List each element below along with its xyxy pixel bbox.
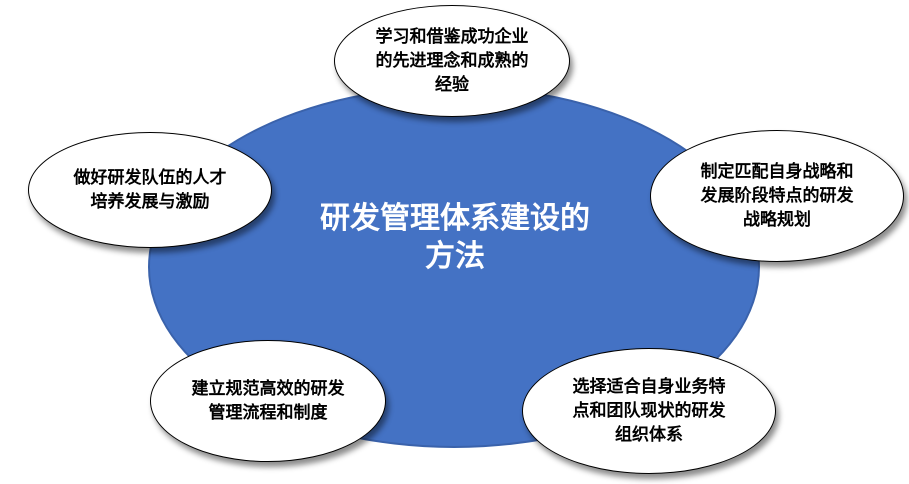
- bubble-right-text: 制定匹配自身战略和 发展阶段特点的研发 战略规划: [700, 162, 854, 230]
- bubble-learn-from-successful-companies: 学习和借鉴成功企业 的先进理念和成熟的 经验: [334, 5, 570, 117]
- bubble-bottom-right-text: 选择适合自身业务特 点和团队现状的研发 组织体系: [572, 377, 726, 445]
- bubble-left-text: 做好研发队伍的人才 培养发展与激励: [73, 168, 227, 212]
- bubble-bottom-left-text: 建立规范高效的研发 管理流程和制度: [191, 379, 345, 423]
- bubble-top-text: 学习和借鉴成功企业 的先进理念和成熟的 经验: [375, 27, 529, 95]
- bubble-process-and-system: 建立规范高效的研发 管理流程和制度: [150, 340, 386, 462]
- bubble-organization-system: 选择适合自身业务特 点和团队现状的研发 组织体系: [522, 348, 776, 474]
- bubble-rd-strategy-planning: 制定匹配自身战略和 发展阶段特点的研发 战略规划: [650, 130, 904, 262]
- center-title: 研发管理体系建设的 方法: [320, 201, 590, 274]
- bubble-talent-development: 做好研发队伍的人才 培养发展与激励: [28, 132, 272, 248]
